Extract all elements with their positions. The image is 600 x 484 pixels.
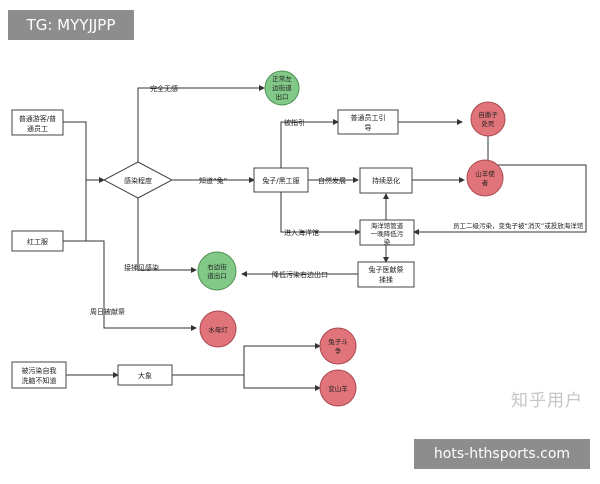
edge-elephant-fight bbox=[172, 343, 321, 376]
node-elephant bbox=[117, 364, 173, 386]
edge-sunday bbox=[86, 240, 197, 331]
edge-guided bbox=[280, 119, 339, 168]
node-rabbit-fight bbox=[319, 327, 357, 365]
text-infection-level: 感染程度 bbox=[124, 176, 152, 185]
text-self-tear-2: 处死 bbox=[482, 119, 496, 128]
text-left-exit-2: 道出口 bbox=[207, 271, 227, 280]
node-rabbit-black bbox=[253, 167, 309, 193]
text-rabbit-sac-2: 揉揉 bbox=[379, 275, 393, 284]
text-mountain-1: 山羊使 bbox=[475, 169, 495, 178]
text-escape-normal-1: 正常左 bbox=[272, 74, 292, 83]
edge-player-diamond bbox=[63, 121, 105, 183]
edge-staff-l2 bbox=[413, 136, 587, 235]
node-sustain-worsen bbox=[359, 167, 413, 194]
text-aquarium-2: 一晚降低污 bbox=[371, 229, 404, 238]
node-rabbit-sac bbox=[357, 261, 415, 288]
text-unaware-2: 洗脑不知道 bbox=[22, 376, 57, 385]
edge-elephant-goat bbox=[243, 375, 321, 391]
text-red-uniform: 红工服 bbox=[27, 237, 48, 246]
edge-fully-none bbox=[137, 85, 265, 162]
node-staff-guide bbox=[337, 109, 399, 135]
label-fully-none: 完全无感 bbox=[150, 84, 178, 93]
text-player-1: 普通游客/普 bbox=[19, 114, 56, 123]
node-red-uniform bbox=[11, 230, 64, 252]
text-rabbit-fight-2: 争 bbox=[335, 346, 342, 355]
text-rabbit-fight-1: 兔子斗 bbox=[328, 337, 348, 346]
tg-badge: TG: MYYJJPP bbox=[8, 10, 134, 40]
text-mountain-2: 者 bbox=[482, 179, 489, 187]
node-become-goat bbox=[319, 369, 357, 407]
zhihu-watermark: 知乎用户 bbox=[511, 391, 583, 411]
edge-cured bbox=[137, 198, 197, 273]
text-staff-guide-2: 导 bbox=[365, 124, 372, 132]
label-cured: 接揉见感染 bbox=[124, 263, 159, 272]
text-left-exit-1: 右边街 bbox=[207, 262, 227, 271]
node-player bbox=[11, 109, 64, 136]
label-staff-l2: 员工二级污染，变兔子被“消灭”或投放海洋馆 bbox=[453, 221, 584, 230]
text-become-goat: 变山羊 bbox=[328, 384, 348, 393]
label-natural: 自然发展 bbox=[318, 176, 346, 185]
text-self-tear-1: 自撕子 bbox=[478, 110, 498, 119]
node-aquarium-staff bbox=[359, 219, 415, 246]
text-escape-normal-3: 出口 bbox=[276, 92, 289, 101]
text-player-2: 通员工 bbox=[27, 124, 48, 133]
text-aquarium-1: 海洋馆管道 bbox=[371, 221, 404, 230]
text-escape-normal-2: 边街道 bbox=[272, 83, 292, 92]
edge-enter-aquarium bbox=[280, 192, 361, 235]
label-know-rabbit: 知道“兔” bbox=[199, 176, 227, 185]
node-self-tear bbox=[470, 101, 506, 137]
label-enter-aquarium: 进入海洋馆 bbox=[284, 228, 319, 237]
text-sustain-worsen: 持续恶化 bbox=[372, 176, 400, 185]
node-water-toy bbox=[199, 310, 237, 348]
site-badge: hots-hthsports.com bbox=[414, 439, 590, 469]
text-unaware-1: 被污染自我 bbox=[22, 366, 57, 375]
text-aquarium-3: 染 bbox=[384, 237, 391, 246]
label-sunday: 周日被献祭 bbox=[90, 307, 125, 316]
node-infection-level bbox=[102, 161, 174, 199]
node-escape-normal bbox=[264, 70, 300, 106]
edge-redcoat-diamond bbox=[63, 180, 87, 242]
label-pollution-exit: 降低污染右边出口 bbox=[272, 270, 328, 279]
label-guided: 被指引 bbox=[284, 118, 305, 127]
text-rabbit-sac-1: 兔子医献祭 bbox=[369, 265, 404, 274]
node-unaware bbox=[11, 361, 67, 389]
process-boxes bbox=[11, 109, 415, 389]
text-elephant: 大象 bbox=[138, 371, 152, 380]
node-mountain-wave bbox=[466, 159, 504, 197]
text-staff-guide-1: 普通员工引 bbox=[351, 113, 386, 122]
node-left-exit bbox=[197, 251, 237, 291]
text-water-toy: 水母灯 bbox=[208, 325, 228, 334]
text-rabbit-black: 兔子/黑工服 bbox=[262, 176, 299, 185]
connectors bbox=[63, 85, 587, 391]
